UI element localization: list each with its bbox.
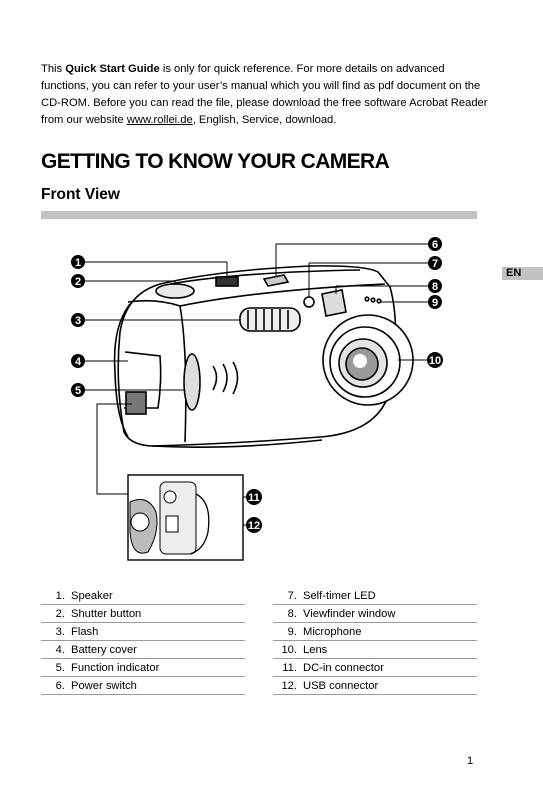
callout-10: 10 bbox=[427, 352, 443, 368]
list-item: 2.Shutter button bbox=[41, 606, 245, 623]
list-item: 10.Lens bbox=[273, 642, 477, 659]
callout-7: 7 bbox=[428, 256, 442, 270]
svg-text:3: 3 bbox=[75, 315, 81, 327]
page-title: GETTING TO KNOW YOUR CAMERA bbox=[41, 150, 390, 173]
language-tab: EN bbox=[502, 267, 543, 280]
parts-list-left: 1.Speaker 2.Shutter button 3.Flash 4.Bat… bbox=[41, 588, 245, 696]
callout-2: 2 bbox=[71, 274, 85, 288]
list-item: 6.Power switch bbox=[41, 678, 245, 695]
svg-text:10: 10 bbox=[429, 355, 441, 367]
callout-6: 6 bbox=[428, 237, 442, 251]
page-number: 1 bbox=[467, 755, 474, 767]
list-item: 5.Function indicator bbox=[41, 660, 245, 677]
callout-3: 3 bbox=[71, 313, 85, 327]
website-link[interactable]: www.rollei.de bbox=[126, 114, 193, 126]
svg-text:1: 1 bbox=[75, 257, 81, 269]
callout-12: 12 bbox=[246, 517, 262, 533]
camera-front-view-illustration: 1 2 3 4 5 6 7 8 9 10 11 12 bbox=[71, 237, 443, 561]
list-item: 7.Self-timer LED bbox=[273, 588, 477, 605]
section-divider bbox=[41, 211, 477, 219]
svg-text:8: 8 bbox=[432, 281, 438, 293]
svg-text:11: 11 bbox=[248, 492, 260, 504]
list-item: 11.DC-in connector bbox=[273, 660, 477, 677]
section-title: Front View bbox=[41, 186, 120, 203]
connector-detail-inset bbox=[127, 474, 244, 561]
svg-text:6: 6 bbox=[432, 239, 438, 251]
callout-11: 11 bbox=[246, 489, 262, 505]
list-item: 1.Speaker bbox=[41, 588, 245, 605]
svg-text:5: 5 bbox=[75, 385, 81, 397]
parts-list-right: 7.Self-timer LED 8.Viewfinder window 9.M… bbox=[273, 588, 477, 696]
camera-body bbox=[113, 265, 414, 448]
callout-9: 9 bbox=[428, 295, 442, 309]
svg-text:2: 2 bbox=[75, 276, 81, 288]
callout-5: 5 bbox=[71, 383, 85, 397]
list-item: 8.Viewfinder window bbox=[273, 606, 477, 623]
svg-text:4: 4 bbox=[75, 356, 82, 368]
list-item: 12.USB connector bbox=[273, 678, 477, 695]
callout-8: 8 bbox=[428, 279, 442, 293]
svg-text:9: 9 bbox=[432, 297, 438, 309]
list-item: 3.Flash bbox=[41, 624, 245, 641]
list-item: 4.Battery cover bbox=[41, 642, 245, 659]
svg-text:12: 12 bbox=[248, 520, 260, 532]
callout-1: 1 bbox=[71, 255, 85, 269]
list-item: 9.Microphone bbox=[273, 624, 477, 641]
guide-name: Quick Start Guide bbox=[65, 63, 160, 75]
intro-paragraph: This Quick Start Guide is only for quick… bbox=[41, 63, 488, 126]
callout-4: 4 bbox=[71, 354, 85, 368]
svg-text:7: 7 bbox=[432, 258, 438, 270]
